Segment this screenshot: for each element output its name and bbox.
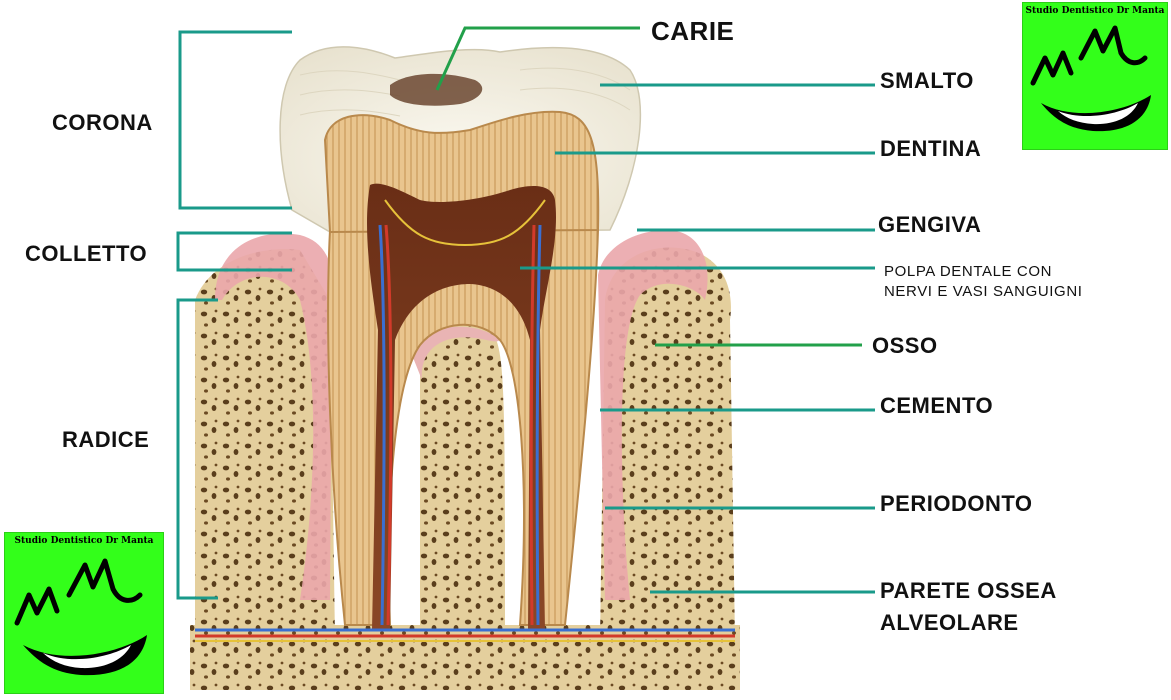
- label-cemento: CEMENTO: [880, 393, 994, 418]
- label-polpa: POLPA DENTALE CON NERVI E VASI SANGUIGNI: [884, 262, 1124, 302]
- label-parete-line1: PARETE OSSEA: [880, 578, 1057, 603]
- label-osso: OSSO: [872, 333, 938, 358]
- label-polpa-line2: NERVI E VASI SANGUIGNI: [884, 283, 1083, 300]
- blood-vessels: [195, 628, 735, 642]
- label-radice: RADICE: [62, 427, 150, 452]
- label-polpa-line1: POLPA DENTALE CON: [884, 263, 1053, 280]
- label-dentina: DENTINA: [880, 136, 982, 161]
- studio-logo-top: Studio Dentistico Dr Manta: [1022, 2, 1168, 150]
- studio-logo-bottom: Studio Dentistico Dr Manta: [4, 532, 164, 694]
- logo-smile-icon: [1030, 25, 1151, 132]
- leader-lines: [176, 26, 875, 600]
- logo-smile-icon: [14, 558, 147, 676]
- logo-text-top: Studio Dentistico Dr Manta: [1025, 6, 1165, 16]
- label-parete-line2: ALVEOLARE: [880, 610, 1019, 635]
- label-colletto: COLLETTO: [25, 241, 148, 266]
- label-corona: CORONA: [52, 110, 153, 135]
- label-carie: CARIE: [651, 16, 735, 46]
- dental-pulp: [367, 183, 557, 630]
- label-gengiva: GENGIVA: [878, 212, 982, 237]
- label-parete-ossea: PARETE OSSEA ALVEOLARE: [880, 575, 1057, 639]
- logo-text-bottom: Studio Dentistico Dr Manta: [14, 536, 154, 546]
- label-periodonto: PERIODONTO: [880, 491, 1033, 516]
- label-smalto: SMALTO: [880, 68, 974, 93]
